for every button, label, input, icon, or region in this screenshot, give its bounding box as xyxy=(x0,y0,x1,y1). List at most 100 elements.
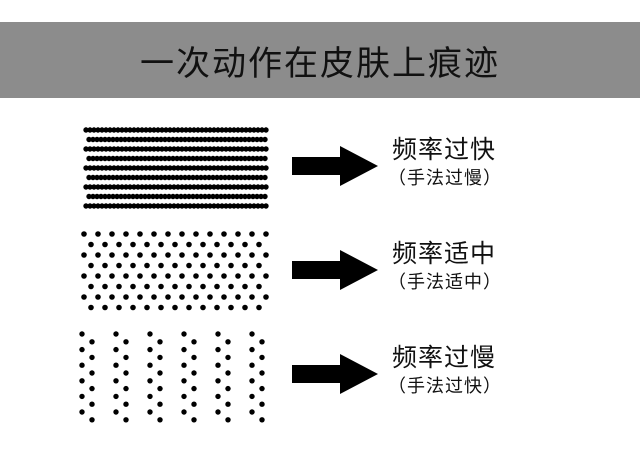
dot xyxy=(103,184,109,190)
dot xyxy=(255,165,261,171)
dot xyxy=(88,283,94,290)
dot xyxy=(238,174,244,181)
dot xyxy=(171,165,177,171)
dot xyxy=(151,294,157,300)
dot xyxy=(195,127,201,133)
dot xyxy=(243,203,249,209)
dot xyxy=(263,203,269,209)
dot xyxy=(127,165,133,171)
dot xyxy=(215,346,221,353)
dot xyxy=(175,127,181,133)
dot xyxy=(147,393,153,400)
dot xyxy=(235,273,241,279)
dot xyxy=(91,203,97,209)
dot xyxy=(151,231,157,237)
dot xyxy=(162,174,168,181)
dot xyxy=(191,370,197,376)
dot xyxy=(158,155,164,162)
dot xyxy=(167,203,173,209)
dot xyxy=(202,155,208,162)
dot xyxy=(238,155,244,162)
dot xyxy=(203,203,209,209)
dot xyxy=(249,294,255,300)
dot xyxy=(151,184,157,190)
dot xyxy=(158,304,164,311)
dot xyxy=(221,252,227,258)
dot xyxy=(109,252,115,258)
dot xyxy=(214,155,220,162)
dot xyxy=(210,174,216,181)
dot xyxy=(262,136,268,143)
dot xyxy=(263,231,269,237)
dot xyxy=(174,136,180,143)
dot xyxy=(214,136,220,143)
dot xyxy=(223,184,229,190)
dot xyxy=(126,193,132,200)
dot xyxy=(89,354,95,361)
dot xyxy=(107,184,113,190)
dot xyxy=(157,354,163,361)
dot xyxy=(235,184,241,190)
dot xyxy=(91,184,97,190)
dot xyxy=(191,127,197,133)
dot xyxy=(259,354,265,361)
dot xyxy=(258,155,264,162)
dot xyxy=(119,203,125,209)
dot xyxy=(202,193,208,200)
dot xyxy=(187,203,193,209)
dot xyxy=(147,346,153,353)
dot xyxy=(235,165,241,171)
dot xyxy=(113,331,119,337)
dot xyxy=(215,146,221,152)
dot xyxy=(193,252,199,258)
dot xyxy=(110,136,116,143)
dot xyxy=(166,193,172,200)
dot xyxy=(163,184,169,190)
dot xyxy=(91,127,97,133)
dot xyxy=(106,136,112,143)
dot xyxy=(114,155,120,162)
dot xyxy=(115,203,121,209)
dot xyxy=(199,146,205,152)
dot xyxy=(250,174,256,181)
dot xyxy=(147,203,153,209)
row-medium: 频率适中 （手法适中） xyxy=(0,226,640,326)
dot xyxy=(243,165,249,171)
dot xyxy=(79,346,85,353)
dot xyxy=(199,127,205,133)
dot xyxy=(200,241,206,248)
dot xyxy=(178,136,184,143)
dot xyxy=(187,146,193,152)
dot xyxy=(171,146,177,152)
dot xyxy=(191,354,197,361)
dot xyxy=(183,165,189,171)
dot xyxy=(99,203,105,209)
dot xyxy=(135,146,141,152)
dot xyxy=(119,127,125,133)
dot xyxy=(200,262,206,269)
dot xyxy=(83,165,89,171)
dot xyxy=(107,165,113,171)
dot xyxy=(234,155,240,162)
dot xyxy=(81,273,87,279)
dot xyxy=(142,155,148,162)
dot xyxy=(246,193,252,200)
dot xyxy=(154,155,160,162)
dot xyxy=(99,127,105,133)
dot xyxy=(223,165,229,171)
dot xyxy=(110,193,116,200)
dot xyxy=(131,165,137,171)
dot xyxy=(191,401,197,407)
row-fast: 频率过快 （手法过慢） xyxy=(0,120,640,220)
dot xyxy=(191,203,197,209)
dot xyxy=(151,165,157,171)
dot xyxy=(235,146,241,152)
dot xyxy=(235,252,241,258)
dot xyxy=(242,174,248,181)
dot xyxy=(223,146,229,152)
dot xyxy=(226,136,232,143)
dot xyxy=(118,155,124,162)
dot xyxy=(227,146,233,152)
dot xyxy=(170,193,176,200)
dot xyxy=(225,370,231,376)
